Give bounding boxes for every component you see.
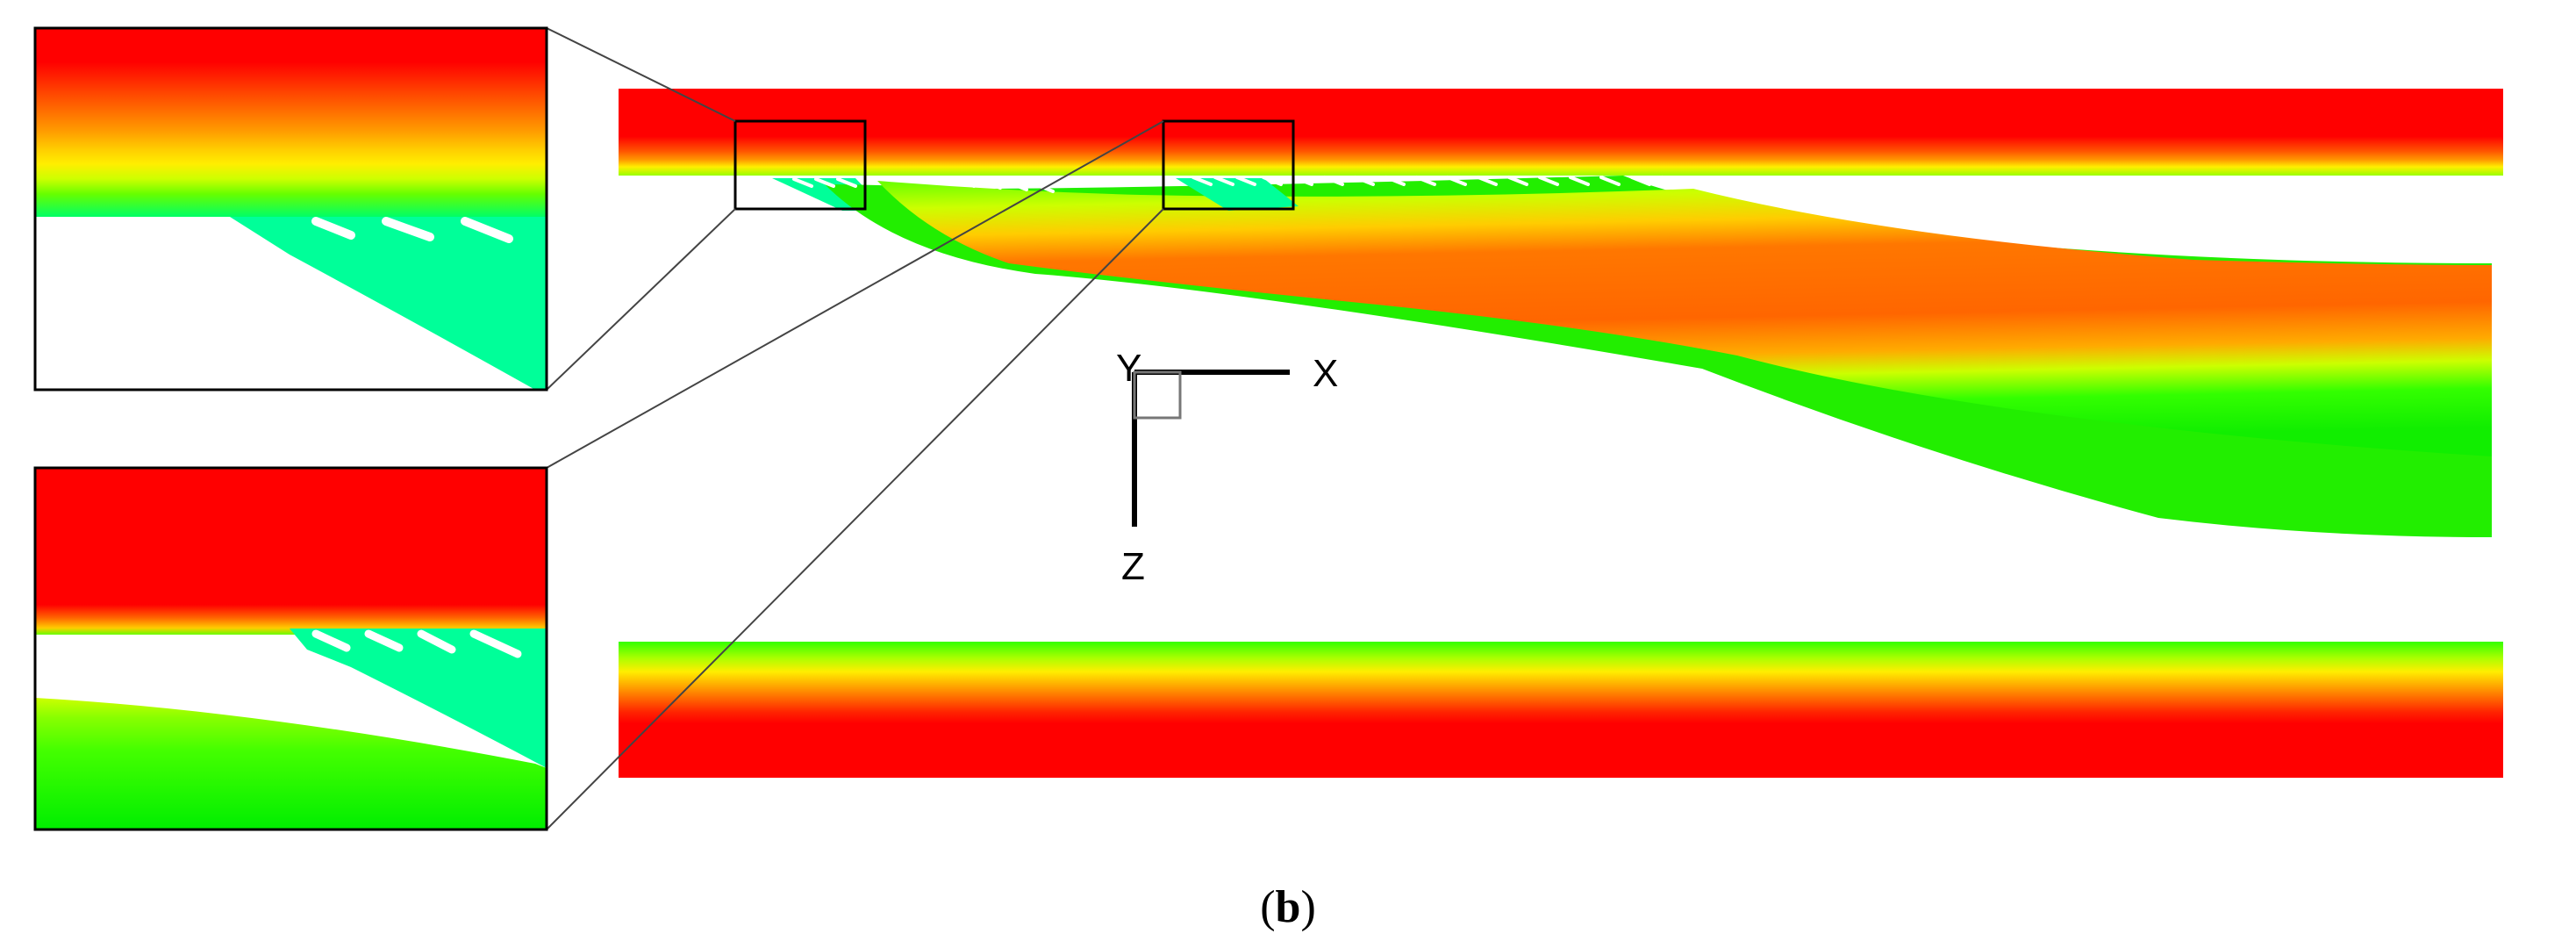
figure-caption: (b) [1260, 882, 1316, 932]
x-axis-label: X [1313, 352, 1338, 395]
inset-downstream-wall-contour [35, 468, 547, 635]
jet-plume [772, 176, 2492, 537]
film-cooling-region-2 [1176, 178, 1299, 211]
inset-upstream [35, 28, 547, 390]
inset-upstream-wall-contour [35, 28, 547, 217]
inset-downstream-film [290, 629, 547, 768]
caption-open: ( [1260, 882, 1275, 932]
y-axis-label: Y [1116, 347, 1141, 390]
lower-channel-contour [619, 642, 2503, 778]
upper-channel-contour [619, 89, 2503, 176]
y-axis-box [1133, 370, 1182, 420]
inset-downstream [35, 468, 547, 830]
caption-letter: b [1276, 882, 1301, 932]
zoom-boxes [733, 119, 1295, 211]
upper-channel [619, 89, 2503, 176]
z-axis-label: Z [1121, 545, 1145, 588]
caption-close: ) [1300, 882, 1315, 932]
inset-upstream-frame [33, 26, 548, 391]
inset-downstream-jet [35, 698, 547, 830]
inset-upstream-film [230, 217, 547, 390]
inset-downstream-frame [33, 466, 548, 831]
zoom-connectors [546, 27, 1164, 830]
zoom-box-upstream [733, 119, 867, 211]
lower-channel [619, 642, 2503, 778]
plume-core [877, 181, 2492, 456]
zoom-box-downstream [1162, 119, 1295, 211]
film-holes [792, 176, 1682, 193]
axes-triad: X Y Z [1116, 347, 1338, 588]
